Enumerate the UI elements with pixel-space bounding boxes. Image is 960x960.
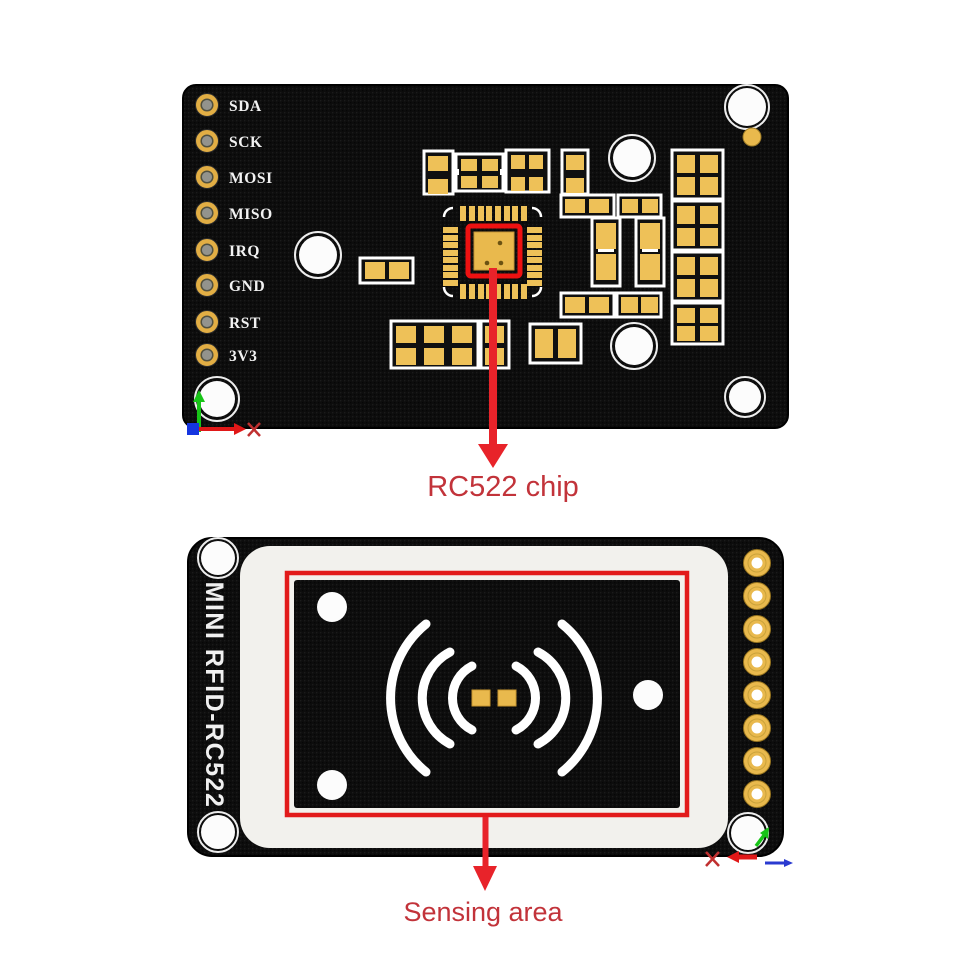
- edge-pad: [743, 780, 771, 808]
- pin-label-sda: SDA: [229, 98, 262, 115]
- edge-pad: [743, 615, 771, 643]
- qfn-chip-footprint: [442, 206, 543, 299]
- pin-pad: [195, 201, 219, 225]
- smd-footprint: [615, 291, 663, 319]
- sensing-caption: Sensing area: [403, 897, 563, 927]
- smd-footprint: [670, 301, 725, 346]
- smd-footprint: [504, 148, 551, 194]
- sensing-hole: [317, 770, 347, 800]
- smd-footprint: [560, 148, 590, 196]
- pin-labels: SDA SCK MOSI MISO IRQ GND RST 3V3: [229, 98, 273, 365]
- bottom-pcb: MINI RFID-RC522: [187, 537, 793, 867]
- sensing-area-highlight-box: [284, 570, 690, 818]
- fiducial-gold-dot: [742, 127, 762, 147]
- top-pcb: SDA SCK MOSI MISO IRQ GND RST 3V3: [182, 84, 789, 437]
- pin-label-sck: SCK: [229, 134, 263, 151]
- antenna-feed-pad: [497, 689, 517, 707]
- pin-label-miso: MISO: [229, 206, 273, 223]
- silkscreen-model-text: MINI RFID-RC522: [200, 582, 228, 809]
- pin-pad: [195, 310, 219, 334]
- chip-annotation: RC522 chip: [427, 268, 579, 503]
- edge-pad: [743, 681, 771, 709]
- smd-footprint: [528, 322, 583, 365]
- pin-pad: [195, 93, 219, 117]
- smd-footprint: [559, 291, 616, 319]
- pin-pad: [195, 165, 219, 189]
- pin-label-rst: RST: [229, 315, 261, 332]
- origin-axes-icon: [705, 827, 793, 867]
- edge-pads: [743, 549, 771, 808]
- chip-caption: RC522 chip: [427, 471, 579, 503]
- sensing-hole: [633, 680, 663, 710]
- pin-label-irq: IRQ: [229, 243, 260, 260]
- edge-pad: [743, 582, 771, 610]
- pin-pad: [195, 273, 219, 297]
- smd-footprint: [670, 199, 725, 252]
- smd-footprints: [358, 148, 725, 370]
- smd-footprint: [634, 216, 666, 288]
- smd-footprint: [616, 193, 663, 219]
- chip-arrow-shaft: [489, 268, 497, 446]
- pin-label-gnd: GND: [229, 278, 265, 295]
- sensing-hole: [317, 592, 347, 622]
- smd-footprint: [559, 193, 616, 219]
- corner-hole: [731, 816, 765, 850]
- mounting-holes: [194, 84, 770, 422]
- antenna-feed-pad: [471, 689, 491, 707]
- edge-pad: [743, 648, 771, 676]
- corner-hole: [201, 541, 235, 575]
- contactless-waves-icon: [386, 619, 602, 777]
- smd-footprint: [453, 152, 506, 193]
- pin-label-3v3: 3V3: [229, 348, 258, 365]
- edge-pad: [743, 714, 771, 742]
- origin-axes-icon: [187, 390, 261, 437]
- pin-label-mosi: MOSI: [229, 170, 273, 187]
- smd-footprint: [422, 149, 455, 196]
- smd-footprint: [389, 319, 480, 370]
- smd-footprint-ladder: [670, 148, 725, 346]
- smd-footprint: [670, 148, 725, 201]
- pin-pad: [195, 343, 219, 367]
- pin-pad: [195, 129, 219, 153]
- pin-header-pads: [195, 93, 219, 367]
- sensing-annotation: Sensing area: [403, 817, 564, 927]
- sensing-arrow-head: [473, 866, 497, 891]
- pin-pad: [195, 238, 219, 262]
- edge-pad: [743, 747, 771, 775]
- smd-footprint: [358, 256, 415, 285]
- smd-footprint: [670, 250, 725, 303]
- corner-hole: [201, 815, 235, 849]
- sensing-arrow-shaft: [482, 817, 489, 869]
- smd-footprint: [590, 216, 622, 288]
- chip-arrow-head: [478, 444, 508, 468]
- edge-pad: [743, 549, 771, 577]
